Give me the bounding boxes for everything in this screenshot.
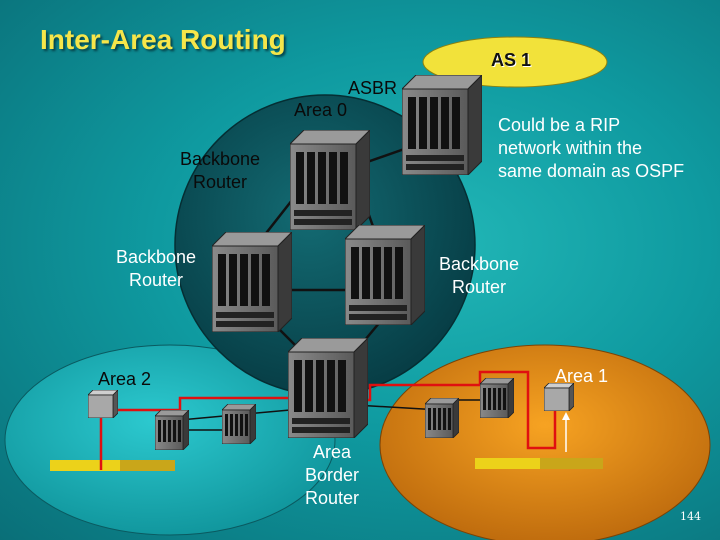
backbone-router-right-icon: [345, 225, 425, 325]
area-2-router-2-icon: [222, 404, 256, 444]
page-number: 144: [680, 510, 701, 523]
rip-note: Could be a RIP network within the same d…: [498, 114, 684, 183]
area-0-label: Area 0: [294, 99, 347, 122]
backbone-router-right-label: Backbone Router: [439, 253, 519, 299]
backbone-router-top-line-1: Backbone: [180, 149, 261, 169]
area-2-host-icon: [88, 390, 118, 418]
asbr-label-text: ASBR: [348, 78, 398, 98]
rip-note-line-1: Could be a RIP: [498, 115, 621, 135]
area-1-label-text: Area 1: [555, 366, 609, 386]
area-2-label: Area 2: [98, 368, 151, 391]
backbone-router-right-line-1: Backbone: [439, 254, 520, 274]
area-1-router-1-icon: [425, 398, 459, 438]
lan-bar-area-1: [475, 458, 603, 469]
area-border-router-label: Area Border Router: [305, 441, 359, 510]
rip-note-line-2: network within the: [498, 138, 643, 158]
lan-bar-area-2-tail: [120, 460, 175, 471]
asbr-router-icon: [402, 75, 482, 175]
backbone-router-left-icon: [212, 232, 292, 332]
area-border-router-icon: [288, 338, 368, 438]
backbone-router-top-icon: [290, 130, 370, 230]
area-2-router-1-icon: [155, 410, 189, 450]
area-1-region: [379, 344, 711, 540]
backbone-router-right-line-2: Router: [452, 277, 507, 297]
lan-bar-area-1-tail: [540, 458, 603, 469]
route-arrow-head: [562, 412, 570, 420]
as-1-ellipse: [422, 36, 608, 88]
backbone-router-left-label: Backbone Router: [116, 246, 196, 292]
asbr-label: ASBR: [348, 77, 397, 100]
backbone-router-top-line-2: Router: [193, 172, 248, 192]
area-2-label-text: Area 2: [98, 369, 152, 389]
area-0-label-text: Area 0: [294, 100, 348, 120]
backbone-router-top-label: Backbone Router: [180, 148, 260, 194]
area-1-router-2-icon: [480, 378, 514, 418]
backbone-router-left-line-2: Router: [129, 270, 184, 290]
area-border-router-line-2: Border: [305, 465, 360, 485]
lan-bar-area-2: [50, 460, 175, 471]
area-border-router-line-3: Router: [305, 488, 360, 508]
slide-title: Inter-Area Routing: [40, 24, 286, 55]
area-border-router-line-1: Area: [313, 442, 352, 462]
as-label: AS 1: [491, 50, 532, 70]
backbone-router-left-line-1: Backbone: [116, 247, 197, 267]
area-1-label: Area 1: [555, 365, 608, 388]
rip-note-line-3: same domain as OSPF: [498, 161, 685, 181]
